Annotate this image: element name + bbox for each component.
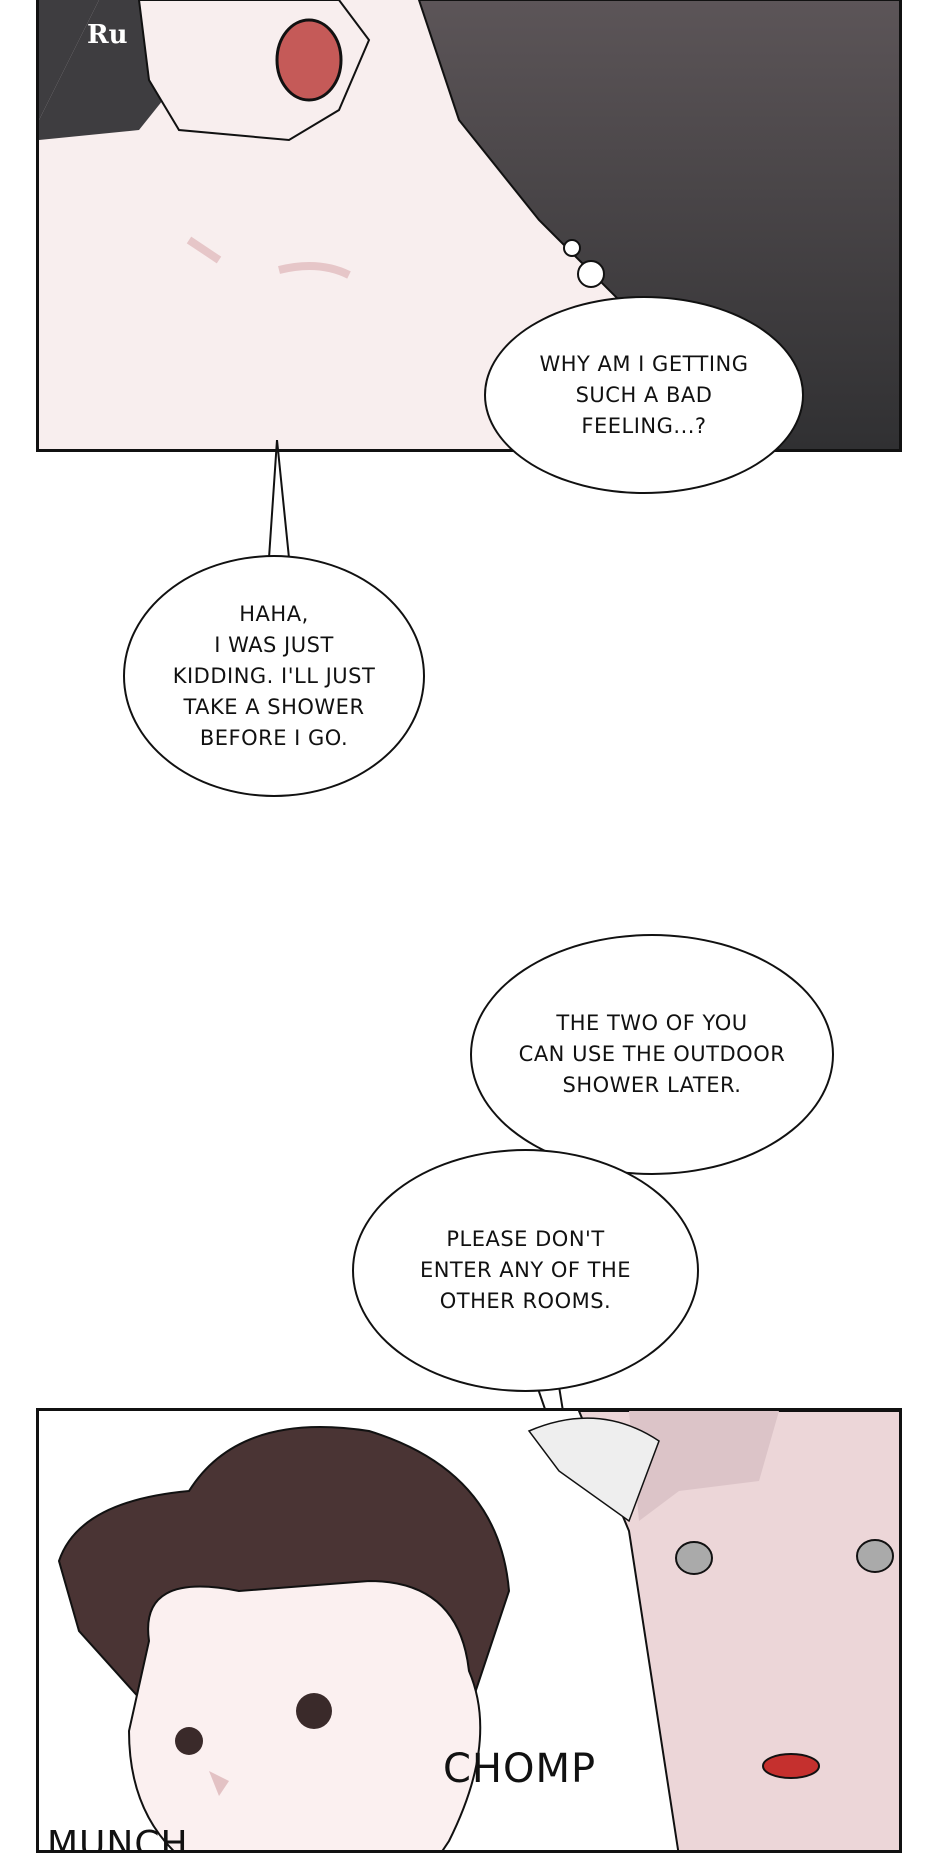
speech-bubble-bad-feeling: WHY AM I GETTING SUCH A BAD FEELING...?: [484, 296, 804, 494]
bubble-line: THE TWO OF YOU: [556, 1011, 748, 1035]
sfx-munch: MUNCH: [47, 1824, 189, 1853]
bubble-line: BEFORE I GO.: [199, 725, 349, 750]
bubble-line: HAHA,: [239, 601, 309, 626]
bubble-line: CAN USE THE OUTDOOR: [518, 1042, 786, 1066]
bubble-line: SUCH A BAD: [575, 382, 713, 407]
speech-bubble-other-rooms: PLEASE DON'T ENTER ANY OF THE OTHER ROOM…: [352, 1149, 699, 1392]
speech-bubble-outdoor-shower: THE TWO OF YOU CAN USE THE OUTDOOR SHOWE…: [470, 934, 834, 1175]
sfx-chomp: CHOMP: [443, 1746, 597, 1792]
bubble-line: I WAS JUST: [214, 632, 334, 657]
bubble-line: WHY AM I GETTING: [539, 351, 749, 376]
speech-tail: [267, 440, 291, 559]
bubble-line: TAKE A SHOWER: [183, 694, 365, 719]
bubble-line: PLEASE DON'T: [446, 1227, 605, 1251]
watermark: Ru: [87, 20, 128, 50]
comic-panel-bottom: CHOMP MUNCH: [36, 1408, 902, 1853]
panel-artwork-bottom: [57, 1411, 899, 1850]
bubble-line: OTHER ROOMS.: [439, 1289, 612, 1313]
comic-panel-top: Ru: [36, 0, 902, 452]
bubble-line: FEELING...?: [581, 413, 707, 438]
speech-bubble-haha: HAHA, I WAS JUST KIDDING. I'LL JUST TAKE…: [123, 555, 425, 797]
panel-artwork-top: [39, 0, 899, 449]
bubble-line: KIDDING. I'LL JUST: [172, 663, 376, 688]
bubble-line: SHOWER LATER.: [562, 1073, 742, 1097]
bubble-line: ENTER ANY OF THE: [419, 1258, 632, 1282]
